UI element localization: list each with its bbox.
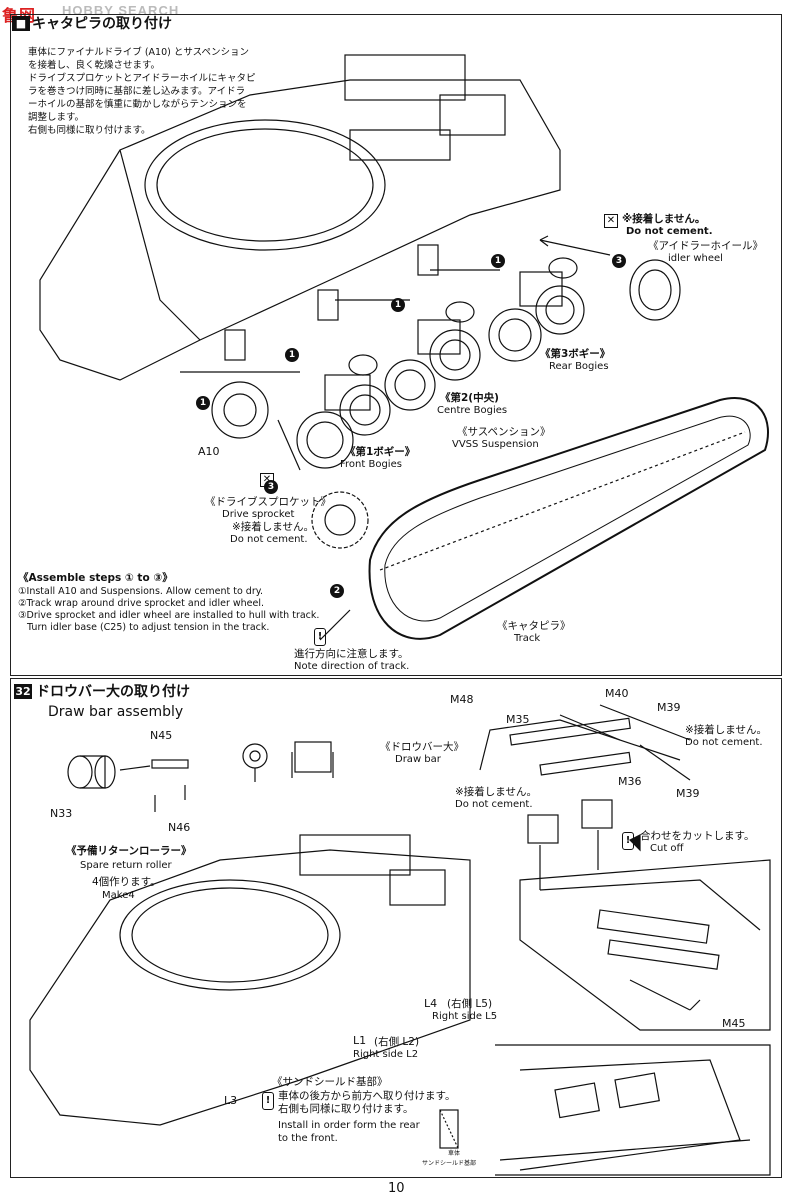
assemble-step-1: ①Install A10 and Suspensions. Allow ceme…	[18, 586, 264, 597]
step31-instruction-1: 車体にファイナルドライブ (A10) とサスペンション	[28, 47, 249, 58]
caution-icon: !	[314, 628, 326, 646]
page-number: 10	[388, 1181, 405, 1196]
sand-shield-caution-icon: !	[262, 1092, 274, 1110]
step-marker-2-track: 2	[330, 584, 344, 598]
idler-label-en: idler wheel	[668, 253, 723, 264]
centre-bogie-en: Centre Bogies	[437, 405, 508, 416]
no-cement-icon: ✕	[604, 214, 618, 228]
assemble-steps-title: 《Assemble steps ① to ③》	[18, 572, 173, 584]
step32-title-jp: ドロウバー大の取り付け	[36, 684, 190, 700]
drawbar-label-en: Draw bar	[395, 754, 441, 765]
step31-instruction-3: ドライブスプロケットとアイドラーホイルにキャタピ	[28, 73, 256, 84]
step31-frame	[10, 14, 782, 676]
sand-shield-line2-en: to the front.	[278, 1133, 338, 1144]
step-marker-1-centre: 1	[391, 298, 405, 312]
sand-shield-line1-en: Install in order form the rear	[278, 1120, 420, 1131]
front-bogie-jp: 《第1ボギー》	[345, 446, 416, 458]
assemble-step-2: ②Track wrap around drive sprocket and id…	[18, 598, 265, 609]
sand-shield-label-jp: 《サンドシールド基部》	[272, 1076, 388, 1088]
sprocket-no-cement-en: Do not cement.	[230, 534, 308, 545]
m35-nc-jp: ※接着しません。	[455, 786, 537, 798]
idler-no-cement-en: Do not cement.	[626, 226, 713, 237]
drawbar-nc-en: Do not cement.	[685, 737, 763, 748]
sprocket-no-cement-jp: ※接着しません。	[232, 521, 314, 533]
step31-number-badge: ■	[12, 16, 30, 31]
make-four-jp: 4個作ります。	[92, 876, 161, 888]
part-l4-right-jp: (右側 L5)	[447, 998, 493, 1010]
step-marker-1-a10: 1	[196, 396, 210, 410]
track-label-en: Track	[514, 633, 541, 644]
part-m40: M40	[605, 687, 629, 700]
part-l3: L3	[224, 1094, 238, 1107]
cut-off-en: Cut off	[650, 843, 684, 854]
sprocket-label-en: Drive sprocket	[222, 509, 295, 520]
step31-instruction-7: 右側も同様に取り付けます。	[28, 125, 151, 136]
assemble-step-3: ③Drive sprocket and idler wheel are inst…	[18, 610, 320, 621]
part-n45: N45	[150, 729, 173, 742]
step31-instruction-6: 調整します。	[28, 112, 85, 123]
idler-label-jp: 《アイドラーホイール》	[648, 240, 763, 252]
part-m39-top: M39	[657, 701, 681, 714]
part-l1-right-en: Right side L2	[353, 1049, 419, 1060]
step-marker-3-sprocket: 3	[264, 480, 278, 494]
assemble-step-4: Turn idler base (C25) to adjust tension …	[18, 622, 270, 633]
idler-no-cement-jp: ※接着しません。	[622, 213, 706, 225]
drawbar-label-jp: 《ドロウバー大》	[380, 741, 464, 753]
part-l1-right-jp: (右側 L2)	[374, 1036, 420, 1048]
part-m36: M36	[618, 775, 642, 788]
rear-bogie-jp: 《第3ボギー》	[540, 348, 611, 360]
front-bogie-en: Front Bogies	[340, 459, 402, 470]
suspension-en: VVSS Suspension	[452, 439, 539, 450]
sprocket-label-jp: 《ドライブスプロケット》	[205, 496, 331, 508]
suspension-jp: 《サスペンション》	[457, 426, 551, 438]
track-direction-note-en: Note direction of track.	[294, 661, 410, 672]
step32-title-en: Draw bar assembly	[48, 704, 184, 720]
sand-shield-tiny-base: サンドシールド基部	[422, 1160, 477, 1167]
part-l1: L1	[353, 1034, 367, 1047]
step31-instruction-5: ーホイルの基部を慎重に動かしながらテンションを	[28, 99, 247, 110]
part-n33: N33	[50, 807, 73, 820]
part-n46: N46	[168, 821, 191, 834]
track-label-jp: 《キャタピラ》	[497, 620, 571, 632]
step-marker-1-front: 1	[285, 348, 299, 362]
part-l4: L4	[424, 997, 438, 1010]
step31-title: キャタピラの取り付け	[32, 16, 172, 32]
m35-nc-en: Do not cement.	[455, 799, 533, 810]
step31-instruction-4: ラを巻きつけ同時に基部に差し込みます。アイドラ	[28, 86, 246, 97]
step32-frame	[10, 678, 782, 1178]
part-m35: M35	[506, 713, 530, 726]
step32-number-badge: 32	[14, 684, 32, 699]
sand-shield-line1-jp: 車体の後方から前方へ取り付けます。	[278, 1090, 456, 1102]
rear-bogie-en: Rear Bogies	[549, 361, 609, 372]
track-direction-note-jp: 進行方向に注意します。	[294, 648, 409, 660]
part-l4-right-en: Right side L5	[432, 1011, 498, 1022]
part-m45: M45	[722, 1017, 746, 1030]
a10-label: A10	[198, 445, 220, 458]
sand-shield-tiny-hull: 車体	[448, 1150, 461, 1157]
part-m39-bottom: M39	[676, 787, 700, 800]
cut-off-icon: !	[622, 832, 634, 850]
sand-shield-line2-jp: 右側も同様に取り付けます。	[278, 1103, 414, 1115]
centre-bogie-jp: 《第2(中央)	[440, 392, 499, 404]
step31-instruction-2: を接着し、良く乾燥させます。	[28, 60, 161, 71]
spare-roller-en: Spare return roller	[80, 860, 172, 871]
part-m48: M48	[450, 693, 474, 706]
step-marker-3-idler: 3	[612, 254, 626, 268]
spare-roller-jp: 《予備リターンローラー》	[66, 845, 192, 857]
step-marker-1-rear: 1	[491, 254, 505, 268]
make-four-en: Make4	[102, 890, 135, 901]
cut-off-jp: 合わせをカットします。	[640, 830, 755, 842]
drawbar-nc-jp: ※接着しません。	[685, 724, 767, 736]
